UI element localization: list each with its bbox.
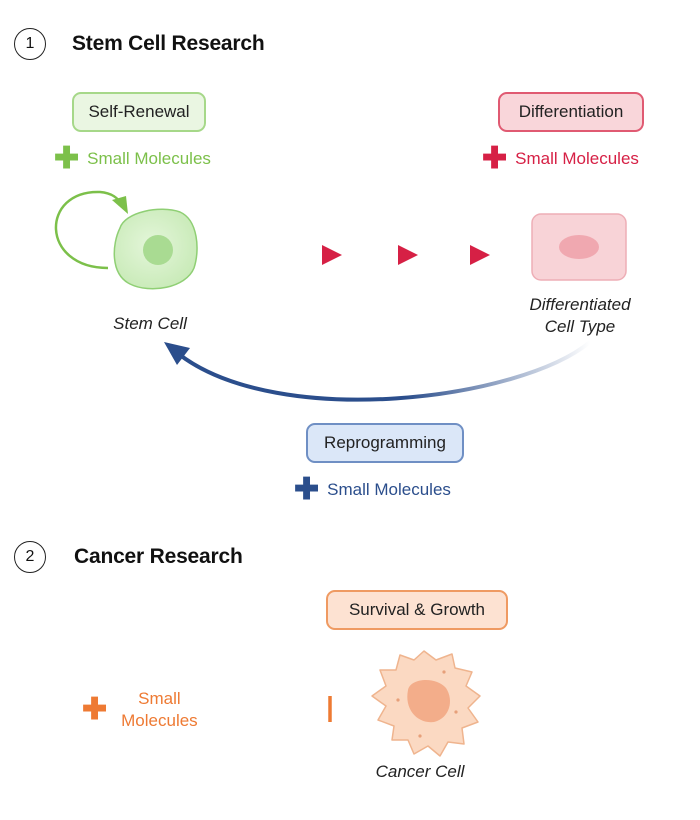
survival-growth-box: Survival & Growth [326,590,508,630]
reprogramming-box: Reprogramming [306,423,464,463]
reprogramming-arrow [164,340,592,402]
cancer-cell-label: Cancer Cell [375,762,465,781]
differentiated-label-line1: Differentiated [529,295,631,314]
cancer-molecules-line1: Small [138,689,181,708]
differentiated-cell [531,213,627,281]
cancer-molecules-line2: Molecules [121,711,198,730]
section-1-number: 1 [14,28,46,60]
inhibition-arrow [236,696,332,722]
differentiation-molecules: ✚ Small Molecules [482,144,639,174]
section-2-title: Cancer Research [74,545,243,568]
cancer-molecules-label: Small Molecules [121,688,198,732]
self-renewal-molecules: ✚ Small Molecules [54,144,211,174]
differentiated-cell-label: Differentiated Cell Type [510,294,650,338]
cancer-cell [371,650,481,757]
reprogramming-molecules: ✚ Small Molecules [294,475,451,505]
differentiated-label-line2: Cell Type [544,317,616,336]
self-renewal-molecules-label: Small Molecules [87,149,211,168]
reprogramming-molecules-label: Small Molecules [327,480,451,499]
stem-cell-label: Stem Cell [113,314,187,333]
cancer-molecules: ✚ Small Molecules [82,688,198,732]
section-2-number: 2 [14,541,46,573]
plus-icon: ✚ [54,142,80,175]
self-renewal-box: Self-Renewal [72,92,206,132]
section-1-title: Stem Cell Research [72,32,265,55]
self-renewal-arrow [54,190,128,270]
plus-icon: ✚ [482,142,508,175]
differentiation-box: Differentiation [498,92,644,132]
plus-icon: ✚ [82,693,108,726]
differentiation-molecules-label: Small Molecules [515,149,639,168]
stem-cell [113,208,198,290]
plus-icon: ✚ [294,473,320,506]
differentiation-arrow [244,245,490,265]
